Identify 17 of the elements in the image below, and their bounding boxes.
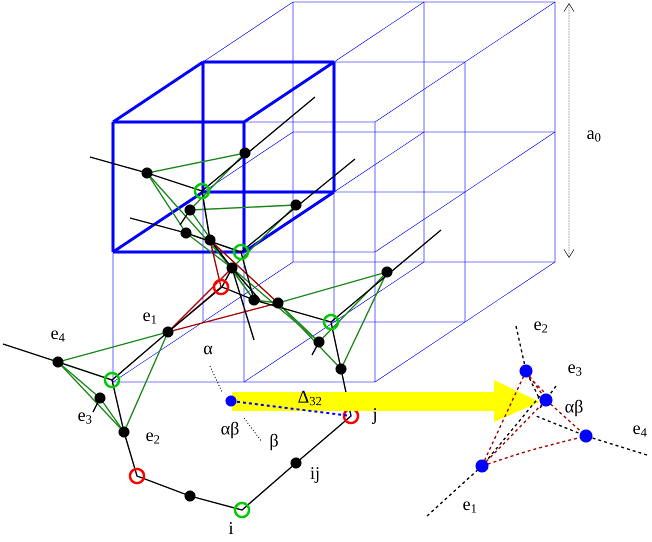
label: e$_{3}$ xyxy=(78,412,92,424)
label: β xyxy=(270,434,278,450)
label: e$_{4}$ xyxy=(633,425,647,437)
label: e$_{4}$ xyxy=(51,330,65,342)
label: e$_{1}$ xyxy=(143,312,156,324)
label: α xyxy=(204,346,212,354)
label: Δ$_{32}$ xyxy=(298,390,322,406)
label: ij xyxy=(310,467,318,483)
label: e$_{2}$ xyxy=(534,321,548,333)
label: e$_{3}$ xyxy=(568,364,582,376)
label: a$_{0}$ xyxy=(587,130,600,142)
label: j xyxy=(372,408,376,424)
label: αβ xyxy=(565,400,583,416)
label: i xyxy=(228,522,234,534)
label: αβ xyxy=(221,422,239,438)
label: e$_{2}$ xyxy=(146,432,160,444)
label: e$_{1}$ xyxy=(463,501,476,513)
